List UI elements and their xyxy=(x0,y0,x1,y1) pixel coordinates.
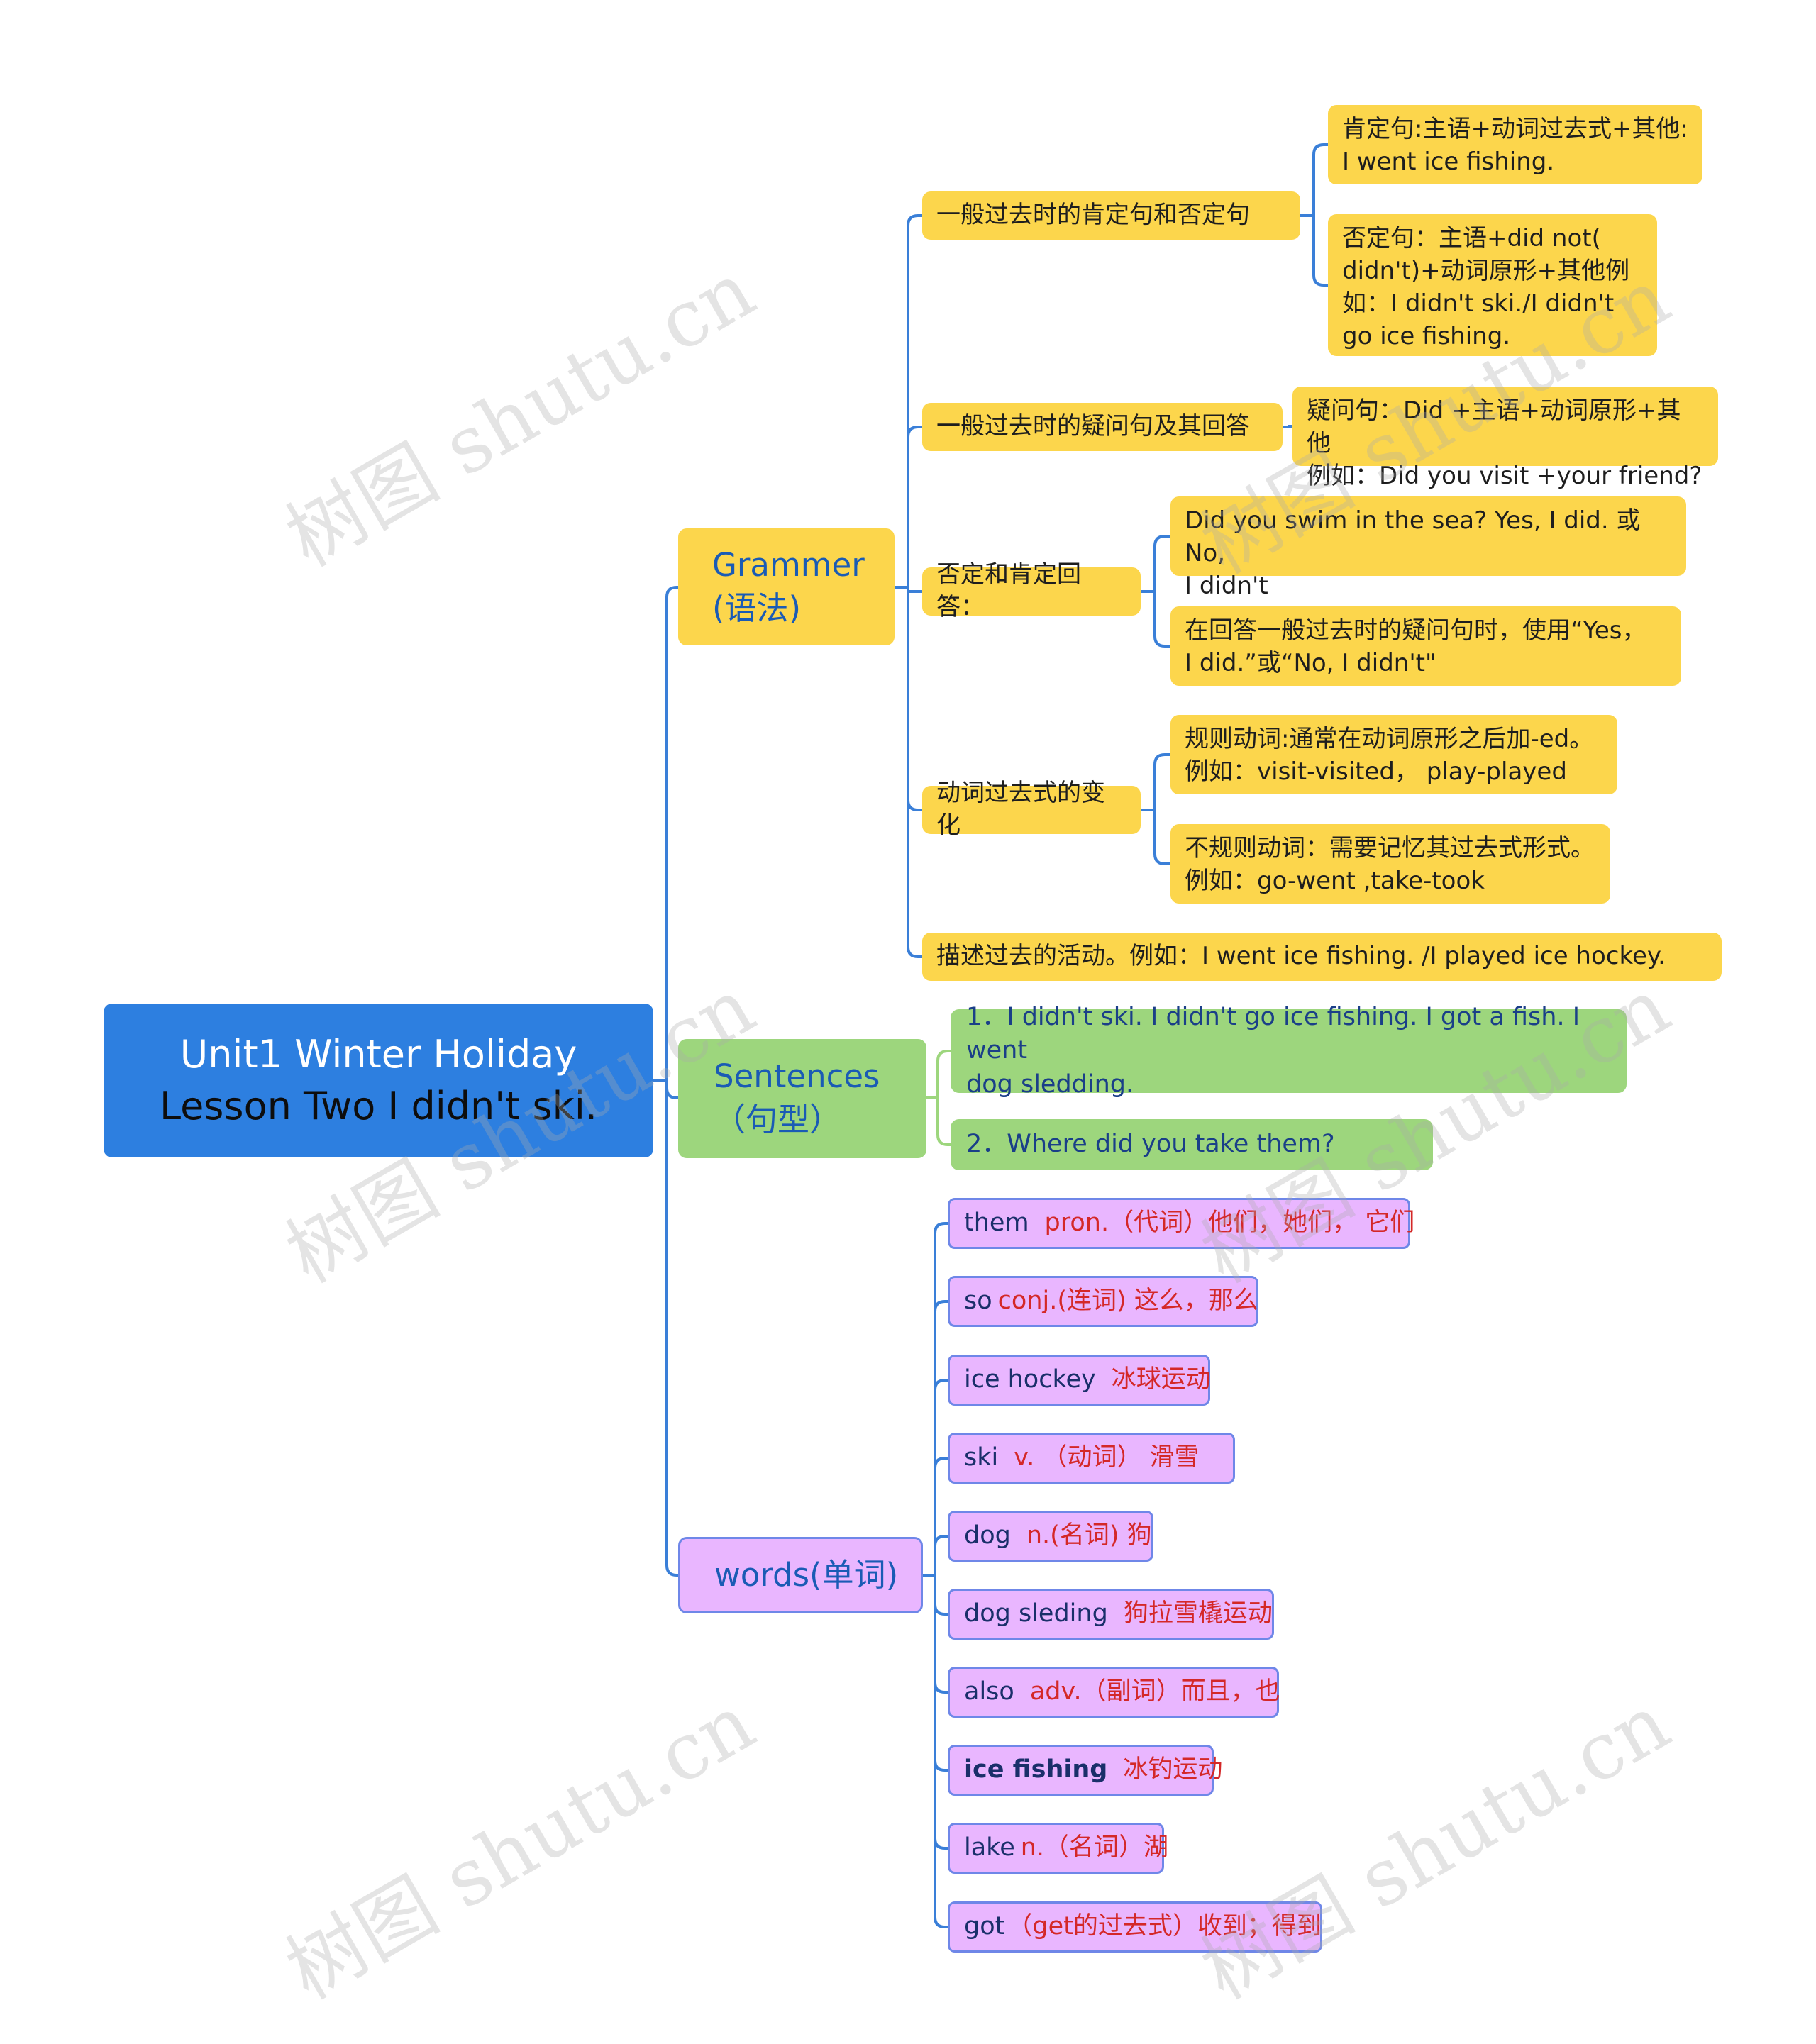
grammar-item-1-connector xyxy=(1283,425,1292,428)
sentences-connector xyxy=(926,1050,951,1146)
grammar-label: Grammer (语法) xyxy=(712,545,865,627)
grammar-item-3-connector xyxy=(1141,753,1170,865)
grammar-item-question[interactable]: 一般过去时的疑问句及其回答 xyxy=(922,403,1283,451)
sentence-item-1[interactable]: 1．I didn't ski. I didn't go ice fishing.… xyxy=(951,1003,1627,1099)
grammar-connector xyxy=(895,214,922,958)
grammar-detail-question[interactable]: 疑问句：Did +主语+动词原形+其他 例如：Did you visit +yo… xyxy=(1292,387,1718,490)
sentences-topic[interactable]: Sentences （句型） xyxy=(678,1039,926,1158)
root-connector xyxy=(653,586,678,1577)
root-topic[interactable]: Unit1 Winter Holiday Lesson Two I didn't… xyxy=(104,1004,653,1157)
grammar-item-0-connector xyxy=(1300,143,1328,287)
words-label: words(单词) xyxy=(714,1555,899,1594)
grammar-item-verb-changes[interactable]: 动词过去式的变化 xyxy=(922,779,1141,840)
grammar-detail-regular-verbs[interactable]: 规则动词:通常在动词原形之后加-ed。 例如：visit-visited， pl… xyxy=(1170,715,1617,794)
grammar-detail-negative[interactable]: 否定句：主语+did not( didn't)+动词原形+其他例 如：I did… xyxy=(1328,214,1657,356)
sentences-label: Sentences （句型） xyxy=(714,1057,880,1138)
grammar-item-describe-past[interactable]: 描述过去的活动。例如：I went ice fishing. /I played… xyxy=(922,933,1722,981)
words-topic[interactable]: words(单词) xyxy=(678,1537,923,1613)
grammar-item-answers[interactable]: 否定和肯定回答： xyxy=(922,560,1141,621)
words-connector xyxy=(923,1222,948,1928)
root-title-line2: Lesson Two I didn't ski. xyxy=(159,1083,598,1128)
grammar-detail-affirmative[interactable]: 肯定句:主语+动词过去式+其他: I went ice fishing. xyxy=(1328,105,1702,184)
sentence-item-2[interactable]: 2．Where did you take them? xyxy=(951,1119,1433,1170)
grammar-item-2-connector xyxy=(1141,535,1170,648)
grammar-detail-answer-example[interactable]: Did you swim in the sea? Yes, I did. 或No… xyxy=(1170,496,1686,600)
grammar-detail-irregular-verbs[interactable]: 不规则动词：需要记忆其过去式形式。 例如：go-went ,take-took xyxy=(1170,824,1610,904)
root-title-line1: Unit1 Winter Holiday xyxy=(179,1031,577,1077)
grammar-topic[interactable]: Grammer (语法) xyxy=(678,528,895,645)
grammar-detail-answer-rule[interactable]: 在回答一般过去时的疑问句时，使用“Yes， I did.”或“No, I did… xyxy=(1170,606,1681,686)
word-item[interactable]: got（get的过去式）收到；得到 xyxy=(948,1901,1322,1953)
grammar-item-affirmative-negative[interactable]: 一般过去时的肯定句和否定句 xyxy=(922,191,1300,240)
